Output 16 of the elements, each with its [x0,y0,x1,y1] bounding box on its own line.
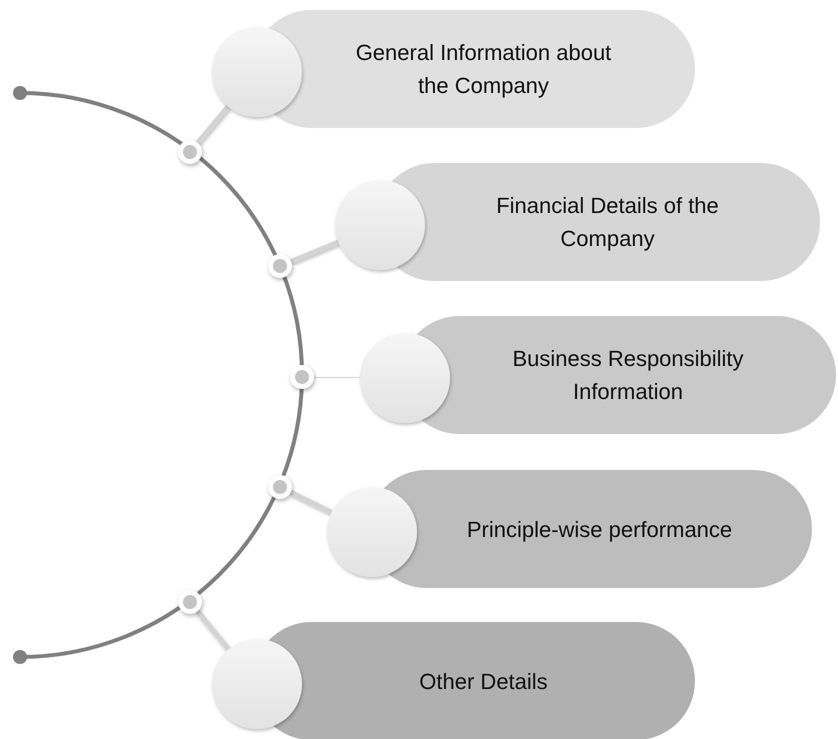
connector-line [196,104,230,144]
topic-pill [327,470,812,588]
topic-label: Other Details [419,668,548,696]
topic-label: Financial Details of the Company [495,192,720,253]
topic-pill [212,10,695,128]
topic-label: General Information about the Company [354,39,612,100]
topic-pill [212,622,695,739]
connector-line [290,240,340,264]
topic-pill [360,316,836,434]
topic-pill [335,163,820,281]
connector-line [314,374,360,380]
connector-line [290,490,333,514]
topic-label: Principle-wise performance [466,516,732,544]
connector-line [196,610,230,651]
topic-label: Business Responsibility Information [511,345,745,406]
timeline-node [178,590,202,614]
